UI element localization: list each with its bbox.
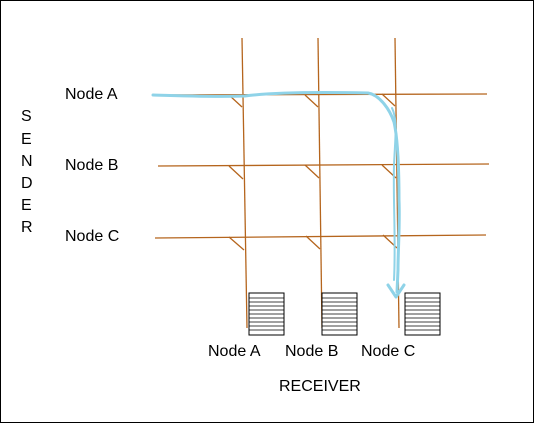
- crosspoint-c-b: [305, 235, 321, 250]
- output-line-node-b: [317, 37, 323, 329]
- receiver-label: RECEIVER: [279, 378, 361, 395]
- sender-node-b-label: Node B: [65, 157, 119, 174]
- highlighted-route-path: [151, 90, 406, 299]
- output-lines: [241, 37, 400, 329]
- crosspoint-a-c: [381, 93, 396, 107]
- crosspoint-b-a: [228, 165, 244, 180]
- sender-letter: E: [21, 197, 32, 214]
- receiver-buffer-node-a: [248, 292, 285, 336]
- crosspoint-a-b: [304, 94, 319, 108]
- highlighted-route-return-stroke: [391, 107, 397, 281]
- receiver-node-c-label: Node C: [361, 343, 416, 360]
- sender-node-a-label: Node A: [65, 86, 118, 103]
- sender-letter: E: [21, 131, 32, 148]
- sender-letter: N: [21, 153, 33, 170]
- crosspoints: [228, 93, 398, 251]
- crosspoint-b-b: [304, 164, 320, 179]
- crosspoint-c-a: [228, 236, 245, 251]
- sender-node-c-label: Node C: [65, 228, 120, 245]
- receiver-buffer-node-c: [404, 292, 441, 336]
- receiver-node-a-label: Node A: [208, 343, 261, 360]
- sender-letter: S: [21, 108, 32, 125]
- receiver-node-b-label: Node B: [285, 343, 339, 360]
- input-line-node-b: [157, 163, 490, 167]
- output-line-node-a: [241, 37, 248, 329]
- receiver-buffer-node-b: [321, 292, 358, 336]
- sender-letter: R: [21, 219, 33, 236]
- input-lines: [154, 93, 490, 239]
- sender-letter: D: [21, 175, 33, 192]
